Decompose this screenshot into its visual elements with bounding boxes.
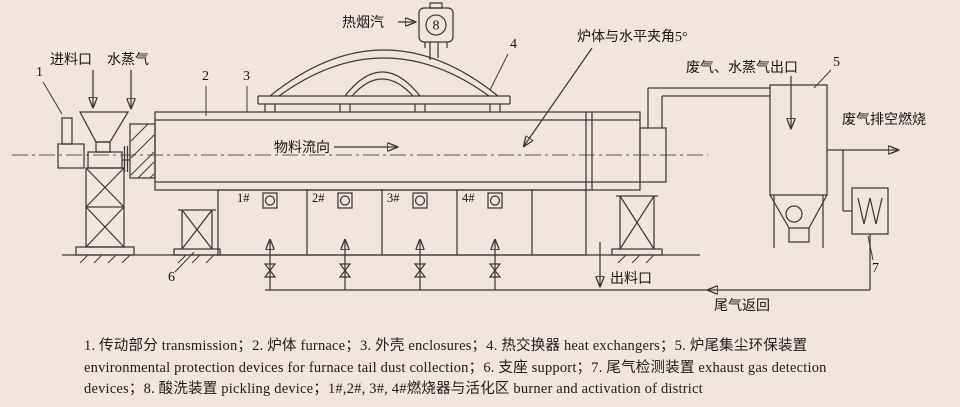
discharge-support-stand <box>611 195 663 256</box>
figure-caption: 1. 传动部分 transmission；2. 炉体 furnace；3. 外壳… <box>0 332 960 401</box>
valve-icon <box>263 263 277 278</box>
feed-support-stand <box>75 167 135 256</box>
label-number-3: 3 <box>243 69 250 84</box>
label-number-4: 4 <box>510 37 517 52</box>
material-flow-label: 物料流向 <box>274 140 330 156</box>
burner-4-label: 4# <box>462 191 475 205</box>
label-number-1: 1 <box>36 65 43 80</box>
kiln-drum <box>129 111 667 191</box>
ground-line <box>62 254 700 264</box>
waste-gas-vent-burn-label: 废气排空燃烧 <box>842 111 926 128</box>
feed-inlet-label: 进料口 <box>50 52 92 68</box>
detector-coil-icon <box>857 197 883 225</box>
discharge-outlet-label: 出料口 <box>610 271 652 287</box>
label-number-7: 7 <box>872 261 879 276</box>
burner-feed-lines <box>263 240 502 290</box>
furnace-process-diagram: 8 1# 2# 3# 4# <box>12 2 926 314</box>
caption-line-2: environmental protection devices for fur… <box>84 359 827 376</box>
pickling-device: 8 <box>418 2 454 48</box>
steam-label: 水蒸气 <box>107 52 149 68</box>
burner-3-label: 3# <box>387 191 400 205</box>
tail-duct <box>647 87 770 128</box>
burner-1-label: 1# <box>237 191 250 205</box>
label-number-8: 8 <box>433 19 440 34</box>
feed-hopper-assembly <box>57 111 130 172</box>
label-number-2: 2 <box>202 69 209 84</box>
waste-gas-steam-outlet-label: 废气、水蒸气出口 <box>686 60 798 76</box>
hot-flue-gas-label: 热烟汽 <box>342 15 384 31</box>
burner-2-label: 2# <box>312 191 325 205</box>
valve-icon <box>338 263 352 278</box>
label-number-6: 6 <box>168 270 175 285</box>
tail-gas-return-label: 尾气返回 <box>714 298 770 314</box>
valve-icon <box>488 263 502 278</box>
furnace-angle-label: 炉体与水平夹角5° <box>577 29 688 45</box>
heat-exchanger <box>257 42 511 112</box>
exhaust-vent-line <box>827 150 898 212</box>
gas-detector <box>851 187 889 290</box>
caption-line-1: 1. 传动部分 transmission；2. 炉体 furnace；3. 外壳… <box>84 338 808 354</box>
dust-collector <box>769 76 828 248</box>
burners: 1# 2# 3# 4# <box>237 191 503 209</box>
callouts: 1 进料口 水蒸气 2 3 热烟汽 4 炉体与水平夹角5° 废气、水蒸气出口 5… <box>36 15 926 314</box>
burner-housing <box>217 189 587 256</box>
label-number-5: 5 <box>833 55 840 70</box>
caption-line-3: devices；8. 酸洗装置 pickling device；1#,2#, 3… <box>84 381 703 397</box>
middle-support <box>173 209 221 256</box>
valve-icon <box>413 263 427 278</box>
